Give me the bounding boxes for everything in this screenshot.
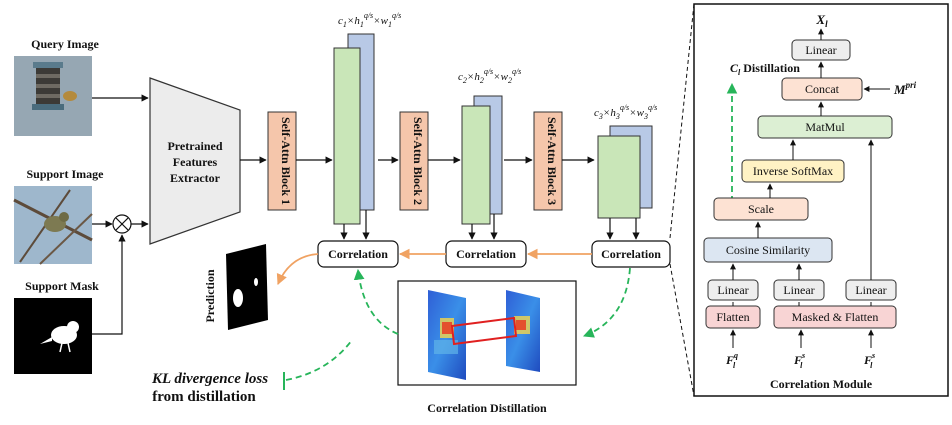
module-linear-s1: Linear bbox=[773, 279, 825, 301]
self-attn-block-3-label: Self-Attn Block 3 bbox=[545, 117, 559, 205]
prediction-mask bbox=[226, 244, 268, 330]
multiply-icon bbox=[112, 214, 132, 234]
module-output-label: Xl bbox=[815, 12, 828, 29]
feature-dim-1: c1×h1q/s×w1q/s bbox=[338, 11, 401, 29]
self-attn-block-1-label: Self-Attn Block 1 bbox=[279, 117, 293, 205]
green-arrow-into-distillation bbox=[582, 267, 631, 338]
distillation-caption: Correlation Distillation bbox=[427, 401, 547, 415]
support-mask bbox=[14, 298, 92, 374]
feature-map-3 bbox=[597, 125, 653, 219]
svg-text:Flatten: Flatten bbox=[716, 310, 749, 324]
self-attn-block-2: Self-Attn Block 2 bbox=[399, 111, 429, 211]
svg-text:Linear: Linear bbox=[783, 283, 814, 297]
module-connector-bottom bbox=[669, 263, 695, 397]
support-image bbox=[13, 186, 93, 265]
module-flatten: Flatten bbox=[705, 305, 761, 329]
feature-dim-3: c3×h3q/s×w3q/s bbox=[594, 103, 657, 121]
module-scale: Scale bbox=[713, 197, 809, 221]
svg-text:Linear: Linear bbox=[855, 283, 886, 297]
ci-distillation-label: Cl Distillation bbox=[730, 61, 800, 77]
support-mask-label: Support Mask bbox=[25, 279, 99, 293]
feature-extractor: Pretrained Features Extractor bbox=[149, 77, 241, 245]
svg-text:Inverse SoftMax: Inverse SoftMax bbox=[753, 164, 833, 178]
orange-arrow-to-prediction bbox=[276, 253, 319, 285]
svg-text:Scale: Scale bbox=[748, 202, 774, 216]
module-connector-top bbox=[669, 3, 695, 239]
svg-text:Correlation: Correlation bbox=[601, 247, 661, 261]
module-inverse-softmax: Inverse SoftMax bbox=[741, 159, 845, 183]
extractor-label-line1: Pretrained bbox=[167, 139, 222, 153]
module-matmul: MatMul bbox=[757, 115, 893, 139]
prediction-label: Prediction bbox=[203, 269, 217, 322]
self-attn-block-2-label: Self-Attn Block 2 bbox=[411, 117, 425, 205]
module-linear-q: Linear bbox=[707, 279, 759, 301]
kl-loss-line2: from distillation bbox=[152, 389, 256, 405]
module-title: Correlation Module bbox=[770, 377, 873, 391]
correlation-box-3: Correlation bbox=[591, 240, 671, 268]
svg-text:Concat: Concat bbox=[805, 82, 840, 96]
green-arrow-out-distillation bbox=[353, 268, 399, 335]
distillation-correspondence bbox=[450, 316, 518, 346]
support-image-label: Support Image bbox=[26, 167, 104, 181]
module-cosine-similarity: Cosine Similarity bbox=[703, 237, 833, 263]
self-attn-block-1: Self-Attn Block 1 bbox=[267, 111, 297, 211]
feature-map-2 bbox=[461, 95, 503, 225]
svg-text:Masked & Flatten: Masked & Flatten bbox=[792, 310, 879, 324]
self-attn-block-3: Self-Attn Block 3 bbox=[533, 111, 563, 211]
svg-text:Linear: Linear bbox=[717, 283, 748, 297]
svg-text:Correlation: Correlation bbox=[456, 247, 516, 261]
feature-map-1 bbox=[333, 33, 375, 225]
mask-to-multiply-arrow bbox=[92, 234, 126, 335]
extractor-label-line3: Extractor bbox=[170, 171, 221, 185]
kl-loss-line1: KL divergence loss bbox=[151, 371, 268, 387]
query-image-label: Query Image bbox=[31, 37, 99, 51]
extractor-label-line2: Features bbox=[173, 155, 218, 169]
module-concat: Concat bbox=[781, 77, 863, 101]
distillation-heatmap-left bbox=[428, 290, 466, 380]
svg-text:Correlation: Correlation bbox=[328, 247, 388, 261]
feature-dim-2: c2×h2q/s×w2q/s bbox=[458, 67, 521, 85]
module-linear-top: Linear bbox=[791, 39, 851, 61]
distillation-heatmap-right bbox=[506, 290, 540, 372]
svg-text:Cosine Similarity: Cosine Similarity bbox=[726, 243, 810, 257]
module-masked-flatten: Masked & Flatten bbox=[773, 305, 897, 329]
correlation-box-1: Correlation bbox=[317, 240, 399, 268]
svg-text:MatMul: MatMul bbox=[805, 120, 845, 134]
module-linear-s2: Linear bbox=[845, 279, 897, 301]
query-image bbox=[14, 56, 92, 136]
green-arrow-kl-loss bbox=[285, 339, 353, 381]
svg-text:Linear: Linear bbox=[805, 43, 836, 57]
correlation-box-2: Correlation bbox=[445, 240, 527, 268]
mpri-label: Mpri bbox=[893, 80, 917, 97]
distillation-box bbox=[397, 280, 577, 386]
